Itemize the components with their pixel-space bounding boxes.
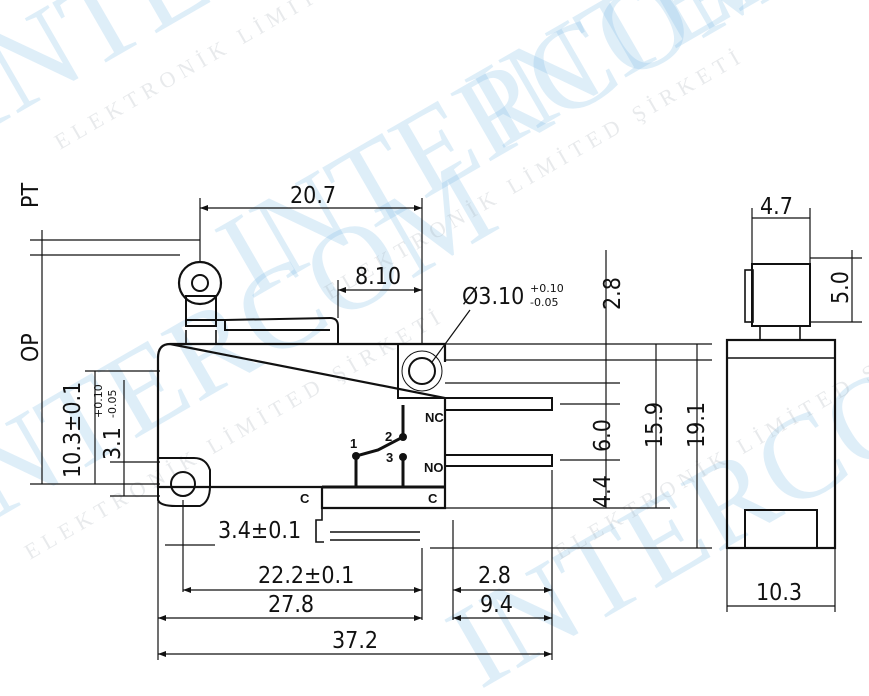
lower-mount-hole — [170, 471, 196, 497]
dim-5-0: 5.0 — [828, 271, 854, 304]
pin-label-3: 3 — [386, 450, 393, 465]
terminal-label-c-left: C — [300, 491, 310, 506]
internal-wiring-nc — [354, 405, 405, 487]
side-roller — [751, 263, 811, 327]
side-roller-bracket-left — [744, 269, 754, 323]
dim-3-1: 3.1 — [100, 427, 126, 460]
dim-2-8-bottom: 2.8 — [478, 563, 511, 589]
upper-hole-ring — [401, 350, 443, 392]
upper-hole-boss — [397, 344, 445, 399]
dim-3-1-tol-plus: +0.10 — [92, 384, 105, 418]
dim-10-3-side: 10.3 — [756, 580, 802, 606]
terminal-label-c-right: C — [428, 491, 438, 506]
contact-point-3 — [399, 453, 407, 461]
dim-15-9: 15.9 — [642, 402, 668, 448]
label-op: OP — [18, 333, 44, 362]
dim-hole-diameter: Ø3.10 — [462, 284, 524, 310]
dim-37-2: 37.2 — [332, 628, 378, 654]
contact-point-2 — [399, 433, 407, 441]
dim-hole-tol-minus: -0.05 — [530, 296, 558, 309]
upper-mount-hole — [408, 357, 436, 385]
watermark-brand-3: INTERCOM — [447, 0, 869, 173]
dim-19-1: 19.1 — [684, 402, 710, 448]
dim-3-4: 3.4±0.1 — [218, 518, 301, 544]
dim-22-2: 22.2±0.1 — [258, 563, 354, 589]
terminal-label-nc: NC — [425, 410, 444, 425]
dim-6-0: 6.0 — [590, 419, 616, 452]
dimension-lines — [30, 198, 712, 660]
dim-20-7: 20.7 — [290, 183, 336, 209]
lever-arm-lower — [224, 320, 330, 331]
terminal-nc — [445, 397, 553, 411]
roller-bracket — [185, 295, 217, 327]
side-view — [725, 208, 862, 612]
dim-4-7: 4.7 — [760, 194, 793, 220]
terminal-no — [445, 454, 553, 467]
dimension-arrows — [158, 205, 552, 657]
pin-label-2: 2 — [385, 429, 392, 444]
dim-2-8-top: 2.8 — [600, 277, 626, 310]
lever-arm — [186, 316, 339, 344]
roller-axle — [191, 274, 209, 292]
dim-10-3: 10.3±0.1 — [60, 382, 86, 478]
terminal-c — [315, 508, 420, 543]
dim-hole-tol-plus: +0.10 — [530, 282, 564, 295]
label-pt: PT — [18, 183, 44, 208]
dim-9-4: 9.4 — [480, 592, 513, 618]
pin-label-1: 1 — [350, 436, 357, 451]
contact-point-1 — [352, 452, 360, 460]
dim-3-1-tol-minus: -0.05 — [106, 390, 119, 418]
dim-27-8: 27.8 — [268, 592, 314, 618]
lower-hole-boss — [157, 457, 211, 507]
terminal-label-no: NO — [424, 460, 444, 475]
dim-4-4: 4.4 — [590, 475, 616, 508]
dimension-labels: 20.7 8.10 Ø3.10 +0.10 -0.05 2.8 6.0 4.4 … — [18, 183, 854, 654]
side-terminal-block — [744, 509, 818, 549]
dim-8-10: 8.10 — [355, 264, 401, 290]
